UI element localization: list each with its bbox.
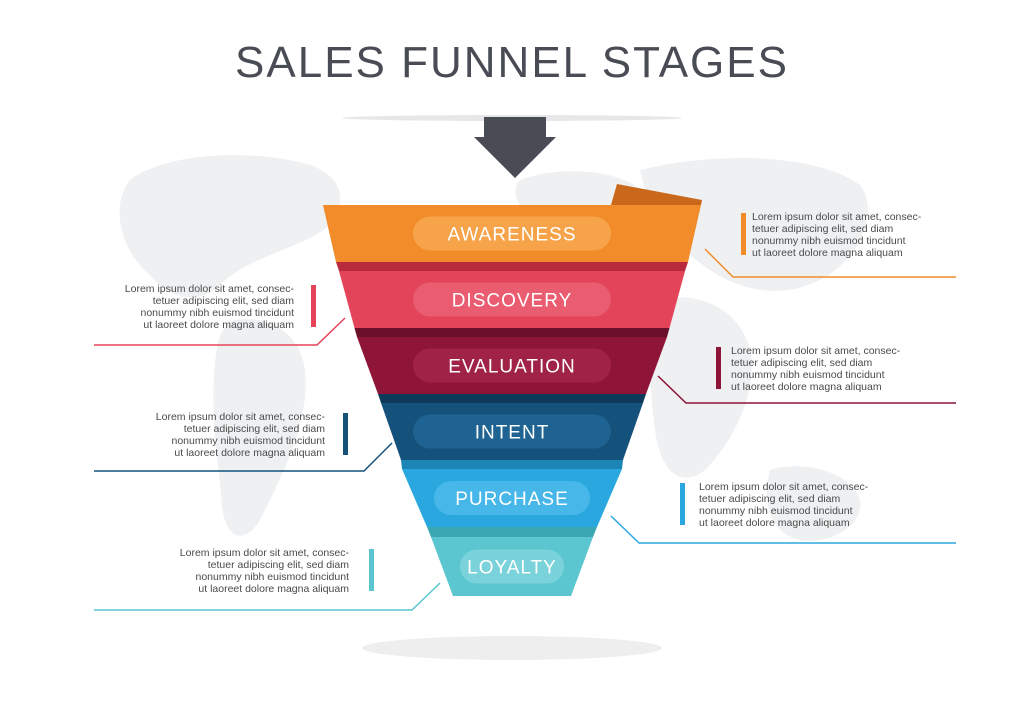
band-fold xyxy=(378,394,646,403)
ribbon-fold xyxy=(611,184,702,205)
funnel-stage-intent: INTENT xyxy=(94,394,646,472)
stage-description: Lorem ipsum dolor sit amet, consec- tetu… xyxy=(179,547,349,595)
band-fold xyxy=(401,460,623,469)
stage-pill xyxy=(413,348,611,383)
map-landmass xyxy=(640,158,868,291)
arrow-down-icon xyxy=(474,117,556,178)
stage-description: Lorem ipsum dolor sit amet, consec- tetu… xyxy=(731,345,901,393)
stage-label: AWARENESS xyxy=(447,225,576,246)
stage-description: Lorem ipsum dolor sit amet, consec- tetu… xyxy=(155,411,325,459)
stage-label: PURCHASE xyxy=(455,489,569,510)
map-landmass xyxy=(766,466,861,541)
funnel-stage-evaluation: EVALUATION xyxy=(354,328,956,404)
stage-label: DISCOVERY xyxy=(452,291,573,312)
map-landmass xyxy=(213,319,306,536)
stage-description: Lorem ipsum dolor sit amet, consec- tetu… xyxy=(752,211,922,259)
funnel-stage-loyalty: LOYALTY xyxy=(94,527,597,611)
connector-line xyxy=(704,248,956,278)
stage-description: Lorem ipsum dolor sit amet, consec- tetu… xyxy=(124,283,294,331)
stage-label: INTENT xyxy=(475,423,550,444)
funnel-stage-purchase: PURCHASE xyxy=(401,460,956,544)
page-title: SALES FUNNEL STAGES xyxy=(235,38,789,87)
band-fold xyxy=(354,328,670,337)
connector-line xyxy=(610,515,956,544)
accent-bar xyxy=(741,213,746,255)
stage-pill xyxy=(413,216,611,251)
connector-line xyxy=(657,375,956,404)
stage-pill xyxy=(413,414,611,449)
accent-bar xyxy=(680,483,685,525)
accent-bar xyxy=(311,285,316,327)
stage-pill xyxy=(413,282,611,317)
world-map-background xyxy=(119,155,868,541)
funnel-stage-discovery: DISCOVERY xyxy=(94,262,688,346)
band-fold xyxy=(427,527,597,537)
accent-bar xyxy=(343,413,348,455)
funnel-stage-awareness: AWARENESS xyxy=(323,184,956,278)
band-fold xyxy=(336,262,688,271)
connector-line xyxy=(94,442,393,472)
accent-bar xyxy=(716,347,721,389)
connector-line xyxy=(94,317,346,346)
stage-label: LOYALTY xyxy=(467,558,557,579)
stage-pill xyxy=(460,549,564,584)
map-landmass xyxy=(650,297,752,478)
stage-label: EVALUATION xyxy=(448,357,576,378)
stage-pill xyxy=(434,481,590,515)
connector-line xyxy=(94,582,441,611)
map-landmass xyxy=(119,155,341,298)
accent-bar xyxy=(369,549,374,591)
stage-description: Lorem ipsum dolor sit amet, consec- tetu… xyxy=(699,481,869,529)
funnel-shadow xyxy=(362,636,662,660)
